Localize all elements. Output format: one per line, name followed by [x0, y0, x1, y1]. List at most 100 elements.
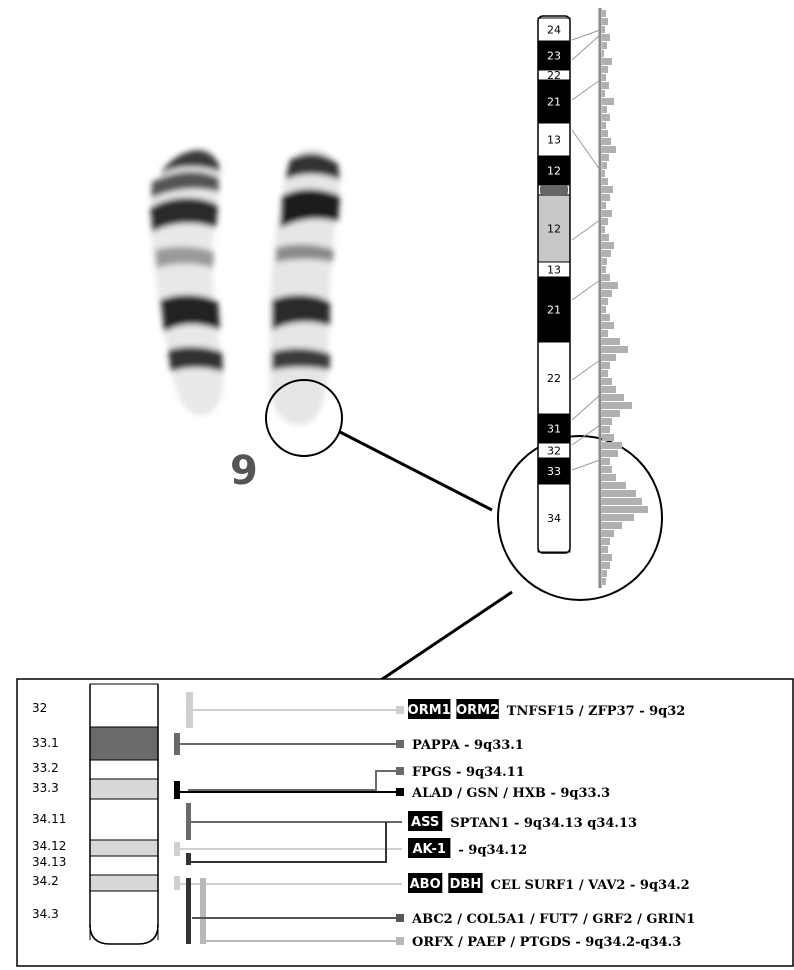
connector-end	[396, 914, 404, 922]
density-bar	[602, 474, 616, 481]
density-bar	[602, 338, 620, 345]
centromere	[540, 185, 568, 195]
ideogram-zoom-connector	[378, 592, 512, 682]
density-bar	[602, 18, 608, 25]
detail-band-label-34-2: 34.2	[32, 874, 59, 888]
ideogram-band-label: 24	[547, 24, 561, 37]
density-bar	[602, 490, 636, 497]
density-bar	[602, 186, 613, 193]
density-bar	[602, 154, 609, 161]
density-bar	[602, 202, 606, 209]
density-bar	[602, 98, 614, 105]
gene-badge-label: ABO	[410, 877, 441, 892]
density-bar	[602, 394, 624, 401]
ideogram-zoom-circle	[498, 436, 662, 600]
density-bar	[602, 554, 612, 561]
density-bar	[602, 362, 610, 369]
ideogram-band-label: 33	[547, 465, 561, 478]
density-bar	[602, 42, 607, 49]
density-bar	[602, 506, 648, 513]
gene-density-histogram	[600, 8, 648, 588]
connector-end	[396, 740, 404, 748]
density-bar	[602, 242, 614, 249]
density-bar	[602, 274, 610, 281]
ideogram-leader-line	[572, 460, 600, 470]
connector-end	[396, 706, 404, 714]
ideogram-band-label: 21	[547, 304, 561, 317]
density-bar	[602, 482, 626, 489]
ideogram-leader-line	[572, 280, 600, 300]
ideogram-band-label: 34	[547, 512, 561, 525]
gene-label: SPTAN1 - 9q34.13 q34.13	[450, 816, 637, 831]
ideogram-band-label: 22	[547, 372, 561, 385]
density-bar	[602, 578, 606, 585]
gene-badge-label: AK-1	[412, 842, 445, 857]
ideogram-band-label: 13	[547, 264, 561, 277]
gene-label: PAPPA - 9q33.1	[412, 738, 524, 753]
density-bar	[602, 138, 611, 145]
density-bar	[602, 194, 610, 201]
detail-band-label-34-11: 34.11	[32, 812, 66, 826]
gene-label: FPGS - 9q34.11	[412, 765, 525, 780]
density-bar	[602, 570, 607, 577]
photo-zoom-connector	[340, 432, 492, 510]
density-bar	[602, 346, 628, 353]
density-bar	[602, 90, 605, 97]
density-bar	[602, 442, 622, 449]
ideogram-leader-line	[572, 130, 600, 170]
gene-label: TNFSF15 / ZFP37 - 9q32	[507, 704, 686, 719]
density-bar	[602, 354, 616, 361]
density-bar	[602, 562, 610, 569]
density-bar	[602, 306, 606, 313]
detail-band-label-34-12: 34.12	[32, 839, 66, 853]
gene-badge-label: ORM1	[408, 703, 451, 718]
density-bar	[602, 162, 607, 169]
chromosome-left-photo	[150, 149, 223, 415]
detail-band-label-32: 32	[32, 701, 47, 715]
gene-badge-label: DBH	[450, 877, 482, 892]
gene-label: ALAD / GSN / HXB - 9q33.3	[411, 786, 610, 801]
density-bar	[602, 458, 610, 465]
ideogram-band-label: 31	[547, 423, 561, 436]
density-bar	[602, 170, 605, 177]
density-bar	[602, 82, 609, 89]
ideogram-band-label: 13	[547, 134, 561, 147]
density-bar	[602, 74, 606, 81]
density-bar	[602, 226, 605, 233]
density-bar	[602, 298, 608, 305]
chromosome-number-label: 9	[230, 448, 258, 494]
detail-band-label-33-2: 33.2	[32, 761, 59, 775]
gene-label: - 9q34.12	[458, 843, 527, 858]
detail-band-3	[90, 779, 158, 799]
density-bar	[602, 210, 612, 217]
ideogram-leader-line	[572, 220, 600, 240]
ideogram-band-label: 12	[547, 223, 561, 236]
density-bar	[602, 26, 605, 33]
detail-band-6	[90, 856, 158, 875]
gene-label: ORFX / PAEP / PTGDS - 9q34.2-q34.3	[412, 935, 681, 950]
detail-band-2	[90, 760, 158, 779]
ideogram-band-label: 12	[547, 165, 561, 178]
connector-end	[396, 767, 404, 775]
region-bar	[174, 781, 180, 799]
chromosome-right-photo	[270, 149, 340, 425]
density-bar	[602, 530, 614, 537]
ideogram-leader-line	[572, 360, 600, 380]
gene-label: ABC2 / COL5A1 / FUT7 / GRF2 / GRIN1	[411, 912, 695, 927]
density-bar	[602, 146, 616, 153]
density-bar	[602, 66, 608, 73]
density-bar	[602, 218, 608, 225]
connector-end	[396, 937, 404, 945]
gene-badge-label: ASS	[411, 815, 439, 830]
chromosome-photo: 9	[150, 149, 340, 494]
density-bar	[602, 378, 612, 385]
density-bar	[602, 514, 634, 521]
density-bar	[602, 426, 610, 433]
density-bar	[602, 122, 606, 129]
gene-label: CEL SURF1 / VAV2 - 9q34.2	[491, 878, 690, 893]
region-bar	[186, 853, 191, 865]
ideogram-leader-line	[572, 80, 600, 100]
density-bar	[602, 266, 606, 273]
density-bar	[602, 314, 610, 321]
